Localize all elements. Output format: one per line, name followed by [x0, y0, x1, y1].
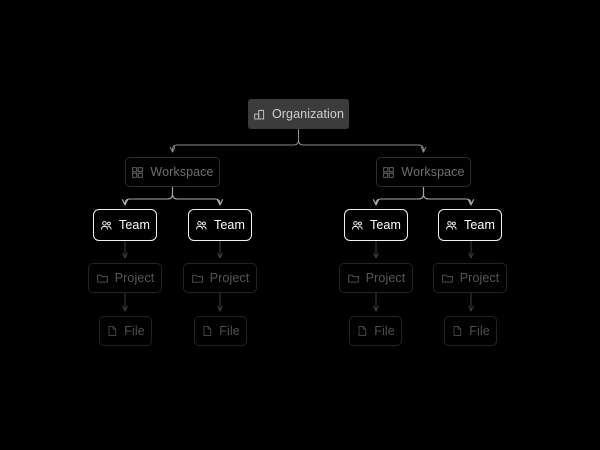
grid-icon: [382, 166, 395, 179]
edge-org-workspace-2: [298, 128, 427, 153]
folder-icon: [347, 272, 360, 285]
node-project-1[interactable]: Project: [88, 263, 162, 293]
node-label: Team: [464, 217, 495, 232]
grid-icon: [131, 166, 144, 179]
node-team-1[interactable]: Team: [93, 209, 157, 241]
node-file-2[interactable]: File: [194, 316, 247, 346]
node-label: Team: [119, 217, 150, 232]
node-label: Project: [114, 270, 155, 285]
users-icon: [100, 219, 113, 232]
folder-icon: [191, 272, 204, 285]
node-file-4[interactable]: File: [444, 316, 497, 346]
users-icon: [351, 219, 364, 232]
node-workspace-2[interactable]: Workspace: [376, 157, 471, 187]
file-icon: [106, 325, 118, 337]
file-icon: [451, 325, 463, 337]
node-label: Team: [370, 217, 401, 232]
node-label: File: [124, 323, 145, 338]
folder-icon: [96, 272, 109, 285]
file-icon: [201, 325, 213, 337]
node-label: Organization: [271, 106, 345, 121]
file-icon: [356, 325, 368, 337]
node-team-4[interactable]: Team: [438, 209, 502, 241]
node-label: File: [374, 323, 395, 338]
node-team-3[interactable]: Team: [344, 209, 408, 241]
edge-workspace2-team4: [422, 186, 475, 206]
node-organization[interactable]: Organization: [248, 99, 349, 129]
node-team-2[interactable]: Team: [188, 209, 252, 241]
node-project-4[interactable]: Project: [433, 263, 507, 293]
node-project-2[interactable]: Project: [183, 263, 257, 293]
users-icon: [195, 219, 208, 232]
edge-workspace1-team2: [171, 186, 224, 206]
node-label: Project: [209, 270, 250, 285]
node-label: File: [219, 323, 240, 338]
edge-workspace1-team1: [121, 186, 174, 206]
edge-workspace2-team3: [372, 186, 425, 206]
edge-org-workspace-1: [169, 128, 299, 153]
node-workspace-1[interactable]: Workspace: [125, 157, 220, 187]
node-project-3[interactable]: Project: [339, 263, 413, 293]
users-icon: [445, 219, 458, 232]
node-label: File: [469, 323, 490, 338]
node-label: Project: [365, 270, 406, 285]
node-file-3[interactable]: File: [349, 316, 402, 346]
folder-icon: [441, 272, 454, 285]
node-label: Workspace: [150, 164, 214, 179]
node-label: Workspace: [401, 164, 465, 179]
node-label: Project: [459, 270, 500, 285]
node-file-1[interactable]: File: [99, 316, 152, 346]
node-label: Team: [214, 217, 245, 232]
organization-icon: [253, 108, 266, 121]
